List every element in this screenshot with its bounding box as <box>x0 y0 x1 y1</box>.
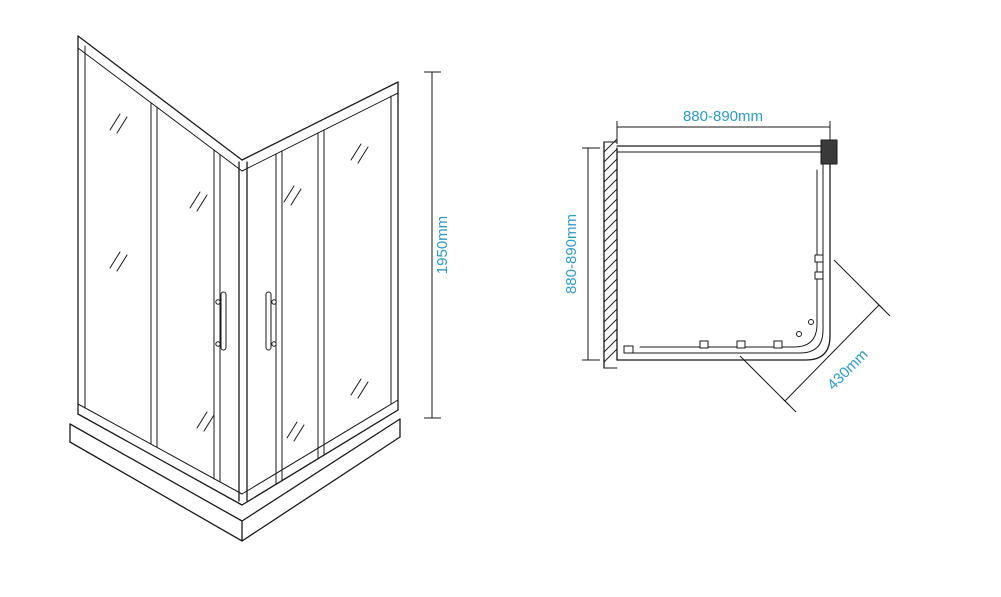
plan-top-wall <box>616 139 838 165</box>
corner-post <box>238 161 248 502</box>
depth-dimension: 880-890mm <box>563 147 600 361</box>
left-glass-wall <box>77 35 243 506</box>
shower-tray <box>69 418 401 542</box>
isometric-view: 1950mm <box>69 35 451 542</box>
width-dimension: 880-890mm <box>616 108 831 144</box>
height-dimension: 1950mm <box>424 71 451 419</box>
left-door-handle <box>215 291 227 351</box>
right-glass-wall <box>241 81 399 506</box>
plan-door-rollers <box>623 254 824 354</box>
width-dimension-label: 880-890mm <box>683 108 763 125</box>
plan-wall-end-block <box>820 139 838 165</box>
depth-dimension-label: 880-890mm <box>563 214 580 294</box>
height-dimension-label: 1950mm <box>434 216 451 274</box>
glass-sparkles <box>109 113 369 442</box>
plan-glass-outline <box>616 163 831 361</box>
right-door-handle <box>265 291 277 351</box>
plan-left-wall-hatch <box>603 138 618 369</box>
plan-view: 880-890mm 880-890mm 430mm <box>563 108 891 413</box>
plan-door-knobs <box>796 319 814 337</box>
